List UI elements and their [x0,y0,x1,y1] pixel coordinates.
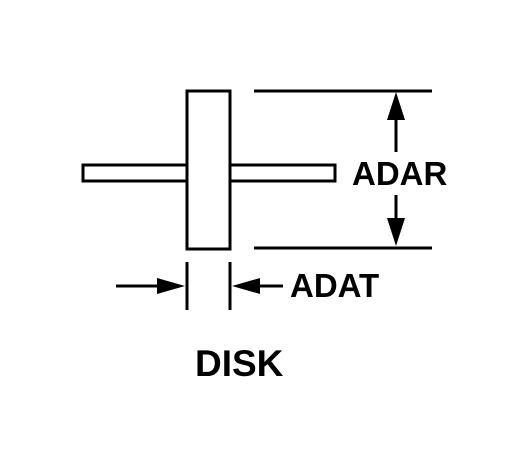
diagram-title: DISK [195,343,284,384]
adat-label: ADAT [290,267,379,304]
disk-body [185,89,232,251]
adat-arrow-right-head [232,278,260,294]
shaft-left [81,163,189,183]
adar-label: ADAR [352,155,447,192]
adar-arrow-up [387,92,405,120]
adar-arrow-down [387,218,405,246]
adat-arrow-left-head [157,278,185,294]
shaft-right [228,163,337,183]
